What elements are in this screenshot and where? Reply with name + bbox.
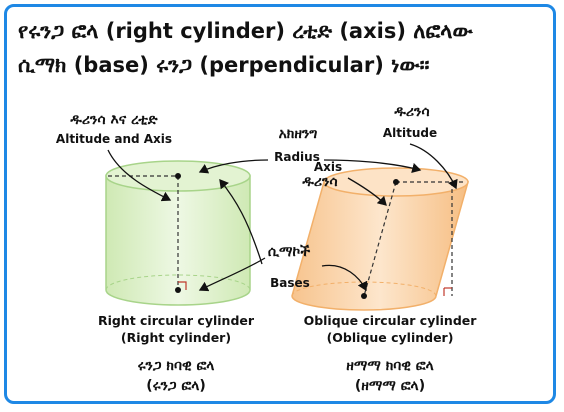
caption-right-en: Right circular cylinder (Right cylinder) xyxy=(86,312,266,346)
label-axis-en: Axis xyxy=(313,160,343,174)
title-line-1: የሩንጋ ፎላ (right cylinder) ረቲድ (axis) ለፎላው xyxy=(18,19,473,43)
label-altitude-axis-am: ዱሪንሳ እና ረቲድ xyxy=(70,112,158,128)
label-bases-en: Bases xyxy=(270,276,310,290)
pointer-arrows xyxy=(107,143,458,292)
label-altitude-axis-en: Altitude and Axis xyxy=(55,132,173,146)
oblique-cylinder xyxy=(291,167,469,311)
diagram-frame xyxy=(4,4,556,404)
caption-oblique-am: ዘማማ ክባዊ ፎላ (ዘማማ ፎላ) xyxy=(306,356,474,396)
label-altitude-am: ዱሪንሳ xyxy=(394,104,430,120)
caption-oblique-en-line-1: Oblique circular cylinder xyxy=(303,313,477,328)
diagram-title: የሩንጋ ፎላ (right cylinder) ረቲድ (axis) ለፎላው… xyxy=(18,14,548,82)
caption-oblique-en-line-2: (Oblique cylinder) xyxy=(326,330,454,345)
caption-oblique-en: Oblique circular cylinder (Oblique cylin… xyxy=(292,312,488,346)
label-altitude-en: Altitude xyxy=(382,126,438,140)
caption-right-am-line-2: (ሩንጋ ፎላ) xyxy=(146,378,206,394)
caption-right-am-line-1: ሩንጋ ክባዊ ፎላ xyxy=(137,358,215,374)
right-cylinder xyxy=(105,160,251,306)
caption-right-en-line-2: (Right cylinder) xyxy=(120,330,232,345)
caption-oblique-am-line-2: (ዘማማ ፎላ) xyxy=(354,378,426,394)
caption-oblique-am-line-1: ዘማማ ክባዊ ፎላ xyxy=(346,358,434,374)
label-radius-am: አክዘንግ xyxy=(278,126,318,142)
label-axis-am: ዱሪንሳ xyxy=(302,174,338,190)
caption-right-am: ሩንጋ ክባዊ ፎላ (ሩንጋ ፎላ) xyxy=(96,356,256,396)
caption-right-en-line-1: Right circular cylinder xyxy=(97,313,255,328)
label-bases-am: ሲማኮች xyxy=(267,244,311,260)
label-radius-en: Radius xyxy=(274,150,320,164)
title-line-2: ሲማክ (base) ሩንጋ (perpendicular) ነው። xyxy=(18,53,430,77)
